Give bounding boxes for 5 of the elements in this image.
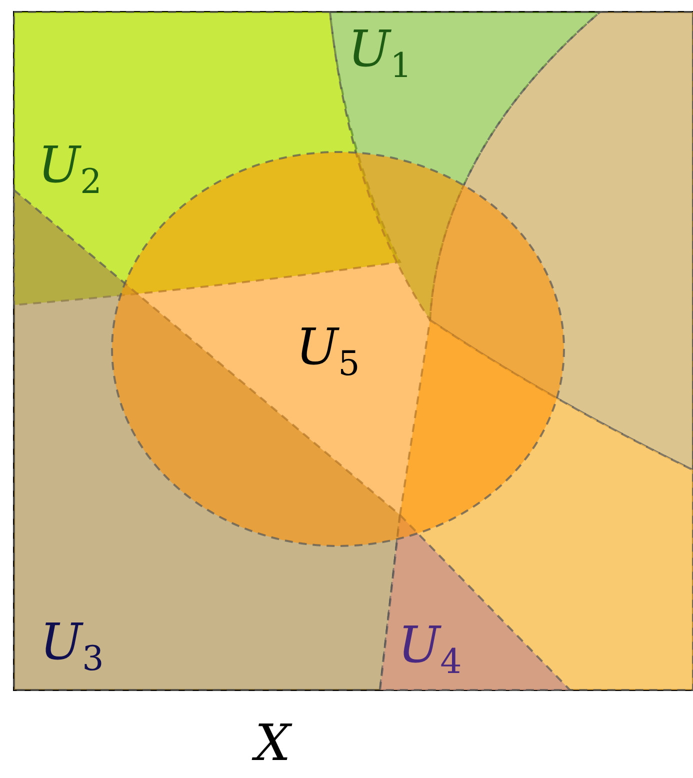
set-label: U$_{1}$	[348, 24, 412, 83]
set-label: U$_{4}$	[398, 620, 462, 679]
set-label: U$_{5}$	[296, 322, 360, 381]
set-label: U$_{2}$	[38, 140, 102, 199]
set-label: U$_{3}$	[40, 617, 104, 676]
